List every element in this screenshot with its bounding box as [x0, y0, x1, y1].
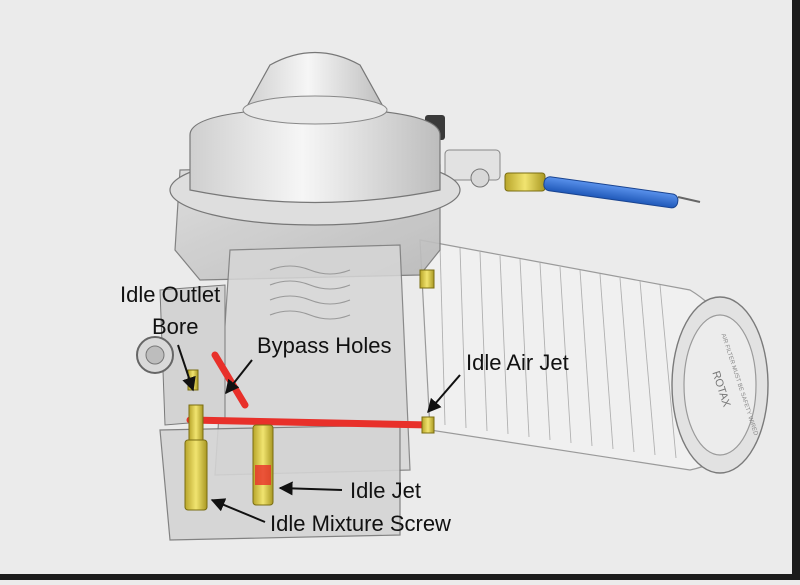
- throttle-cable: [425, 115, 701, 209]
- bypass-holes-arrow: [225, 359, 253, 395]
- diaphragm-dome: [169, 51, 461, 226]
- idle-mixture-screw-arrow: [210, 498, 266, 523]
- idle-outlet-arrow: [177, 344, 196, 392]
- idle-jet-arrow: [278, 481, 343, 496]
- air-filter: [419, 239, 769, 474]
- idle-air-jet-label: Idle Air Jet: [466, 350, 569, 375]
- bypass-holes-label: Bypass Holes: [257, 333, 392, 358]
- frame-border-bottom: [0, 574, 800, 580]
- idle-outlet-label: Idle Outlet: [120, 282, 221, 307]
- idle-jet-label: Idle Jet: [350, 478, 421, 503]
- idle-outlet-bore-label: Bore: [152, 314, 199, 339]
- frame-border-right: [792, 0, 800, 580]
- jets-and-screws: [184, 269, 435, 511]
- callout-arrows: [177, 344, 461, 523]
- idle-mixture-screw-label: Idle Mixture Screw: [270, 511, 451, 536]
- idle-air-jet-arrow: [427, 374, 461, 414]
